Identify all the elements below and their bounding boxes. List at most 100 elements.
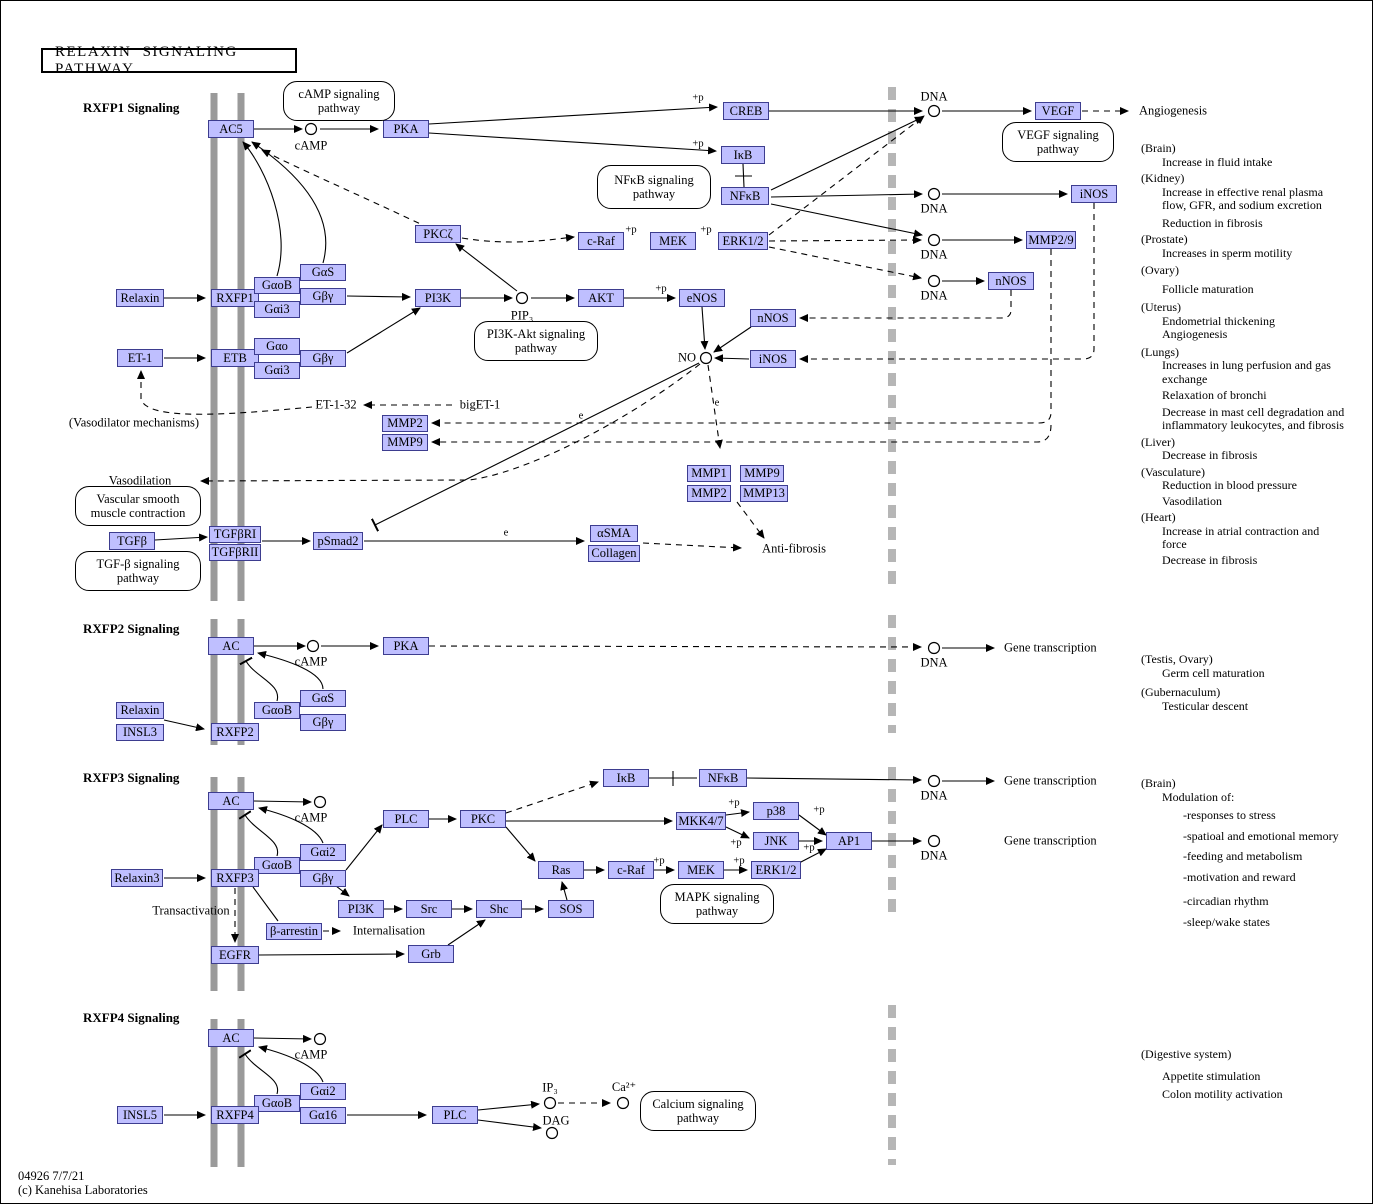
gene-box-gbg[interactable]: Gβγ: [300, 287, 346, 305]
gene-box-p38[interactable]: p38: [753, 802, 799, 820]
gene-box-relaxin3[interactable]: Relaxin3: [111, 869, 163, 887]
compound-ip3[interactable]: [543, 1096, 557, 1110]
gene-box-pi3k[interactable]: PI3K: [415, 289, 461, 307]
gene-box-pkc[interactable]: PKC: [460, 810, 506, 828]
gene-box-mmp1[interactable]: MMP1: [687, 464, 731, 482]
gene-box-ikb[interactable]: IκB: [603, 769, 649, 787]
gene-box-gas[interactable]: GαS: [300, 263, 346, 281]
gene-box-etb[interactable]: ETB: [211, 349, 259, 367]
compound-dna-4[interactable]: [927, 274, 941, 288]
pathway-link-vascular-smooth-muscle-contraction[interactable]: Vascular smooth muscle contraction: [75, 486, 201, 526]
compound-camp-rxfp3[interactable]: [313, 795, 327, 809]
gene-box-c-raf[interactable]: c-Raf: [608, 861, 654, 879]
compound-dag[interactable]: [545, 1126, 559, 1140]
gene-box-ga16[interactable]: Gα16: [300, 1106, 346, 1124]
gene-box-ac5[interactable]: AC5: [208, 120, 254, 138]
gene-box-c-raf[interactable]: c-Raf: [578, 232, 624, 250]
gene-box-tgfbri[interactable]: TGFβRI: [209, 525, 261, 543]
pathway-link-tgf-b-signaling-pathway[interactable]: TGF-β signaling pathway: [75, 551, 201, 591]
gene-box-ac[interactable]: AC: [208, 792, 254, 810]
gene-box-erk1-2[interactable]: ERK1/2: [751, 861, 801, 879]
compound-dna-6[interactable]: [927, 774, 941, 788]
gene-box-inos[interactable]: iNOS: [1071, 185, 1117, 203]
pathway-link-pi3k-akt-signaling-pathway[interactable]: PI3K-Akt signaling pathway: [474, 321, 598, 361]
gene-box-insl3[interactable]: INSL3: [116, 723, 164, 741]
gene-box-ac[interactable]: AC: [208, 1029, 254, 1047]
gene-box-mek[interactable]: MEK: [678, 861, 724, 879]
gene-box-nnos[interactable]: nNOS: [750, 309, 796, 327]
compound-camp-rxfp1[interactable]: [304, 122, 318, 136]
gene-box-psmad2[interactable]: pSmad2: [313, 532, 363, 550]
pathway-link-vegf-signaling-pathway[interactable]: VEGF signaling pathway: [1002, 122, 1114, 162]
gene-box-gas[interactable]: GαS: [300, 689, 346, 707]
gene-box-mmp2-9[interactable]: MMP2/9: [1026, 231, 1076, 249]
gene-box-gaob[interactable]: GαoB: [254, 1094, 300, 1112]
pathway-link-camp-signaling-pathway[interactable]: cAMP signaling pathway: [283, 81, 395, 121]
gene-box-pkcz[interactable]: PKCζ: [415, 225, 461, 243]
gene-box-rxfp2[interactable]: RXFP2: [211, 723, 259, 741]
gene-box-mmp9[interactable]: MMP9: [740, 464, 784, 482]
gene-box-ac[interactable]: AC: [208, 637, 254, 655]
gene-box-shc[interactable]: Shc: [476, 900, 522, 918]
gene-box-vegf[interactable]: VEGF: [1035, 102, 1081, 120]
gene-box-tgfbrii[interactable]: TGFβRII: [209, 543, 261, 561]
gene-box-rxfp3[interactable]: RXFP3: [211, 869, 259, 887]
gene-box-gao[interactable]: Gαo: [254, 337, 300, 355]
gene-box-relaxin[interactable]: Relaxin: [116, 701, 164, 719]
gene-box-grb[interactable]: Grb: [408, 945, 454, 963]
compound-no[interactable]: [699, 351, 713, 365]
gene-box-src[interactable]: Src: [406, 900, 452, 918]
gene-box-inos[interactable]: iNOS: [750, 350, 796, 368]
gene-box-plc[interactable]: PLC: [383, 810, 429, 828]
gene-box-jnk[interactable]: JNK: [753, 832, 799, 850]
gene-box-tgfb[interactable]: TGFβ: [109, 532, 155, 550]
gene-box-nfkb[interactable]: NFκB: [721, 187, 769, 205]
gene-box-pka[interactable]: PKA: [383, 637, 429, 655]
gene-box-relaxin[interactable]: Relaxin: [116, 289, 164, 307]
gene-box-rxfp1[interactable]: RXFP1: [211, 289, 259, 307]
gene-box-et-1[interactable]: ET-1: [117, 349, 163, 367]
gene-box-erk1-2[interactable]: ERK1/2: [718, 232, 768, 250]
compound-camp-rxfp2[interactable]: [306, 639, 320, 653]
gene-box-enos[interactable]: eNOS: [679, 289, 725, 307]
gene-box-ap1[interactable]: AP1: [826, 832, 872, 850]
gene-box-pi3k[interactable]: PI3K: [338, 900, 384, 918]
gene-box-pka[interactable]: PKA: [383, 120, 429, 138]
gene-box-gai3[interactable]: Gαi3: [254, 361, 300, 379]
gene-box-nnos[interactable]: nNOS: [988, 272, 1034, 290]
gene-box-mmp13[interactable]: MMP13: [740, 484, 788, 502]
gene-box-ras[interactable]: Ras: [538, 861, 584, 879]
compound-pip3[interactable]: [515, 291, 529, 305]
compound-dna-2[interactable]: [927, 187, 941, 201]
gene-box-gaob[interactable]: GαoB: [254, 701, 300, 719]
gene-box-gai3[interactable]: Gαi3: [254, 300, 300, 318]
gene-box-gbg[interactable]: Gβγ: [300, 869, 346, 887]
gene-box-gaob[interactable]: GαoB: [254, 276, 300, 294]
gene-box-gbg[interactable]: Gβγ: [300, 349, 346, 367]
gene-box-ikb[interactable]: IκB: [721, 146, 765, 164]
gene-box-mmp9[interactable]: MMP9: [382, 433, 428, 451]
gene-box-mkk4-7[interactable]: MKK4/7: [676, 812, 726, 830]
gene-box-mek[interactable]: MEK: [650, 232, 696, 250]
compound-ca2plus[interactable]: [616, 1096, 630, 1110]
gene-box-gbg[interactable]: Gβγ: [300, 713, 346, 731]
gene-box-gai2[interactable]: Gαi2: [300, 843, 346, 861]
gene-box-insl5[interactable]: INSL5: [117, 1106, 163, 1124]
pathway-link-nfkb-signaling-pathway[interactable]: NFκB signaling pathway: [597, 165, 711, 209]
gene-box-b-arrestin[interactable]: β-arrestin: [266, 922, 322, 940]
gene-box-gai2[interactable]: Gαi2: [300, 1082, 346, 1100]
gene-box-mmp2[interactable]: MMP2: [382, 414, 428, 432]
pathway-link-calcium-signaling-pathway[interactable]: Calcium signaling pathway: [640, 1091, 756, 1131]
gene-box-rxfp4[interactable]: RXFP4: [211, 1106, 259, 1124]
compound-dna-3[interactable]: [927, 233, 941, 247]
gene-box-nfkb[interactable]: NFκB: [699, 769, 747, 787]
compound-dna-1[interactable]: [927, 104, 941, 118]
pathway-link-mapk-signaling-pathway[interactable]: MAPK signaling pathway: [660, 884, 774, 924]
gene-box-collagen[interactable]: Collagen: [588, 544, 640, 562]
gene-box-sos[interactable]: SOS: [548, 900, 594, 918]
gene-box-creb[interactable]: CREB: [723, 102, 769, 120]
gene-box-mmp2[interactable]: MMP2: [687, 484, 731, 502]
gene-box-plc[interactable]: PLC: [432, 1106, 478, 1124]
gene-box-gaob[interactable]: GαoB: [254, 856, 300, 874]
gene-box-akt[interactable]: AKT: [578, 289, 624, 307]
